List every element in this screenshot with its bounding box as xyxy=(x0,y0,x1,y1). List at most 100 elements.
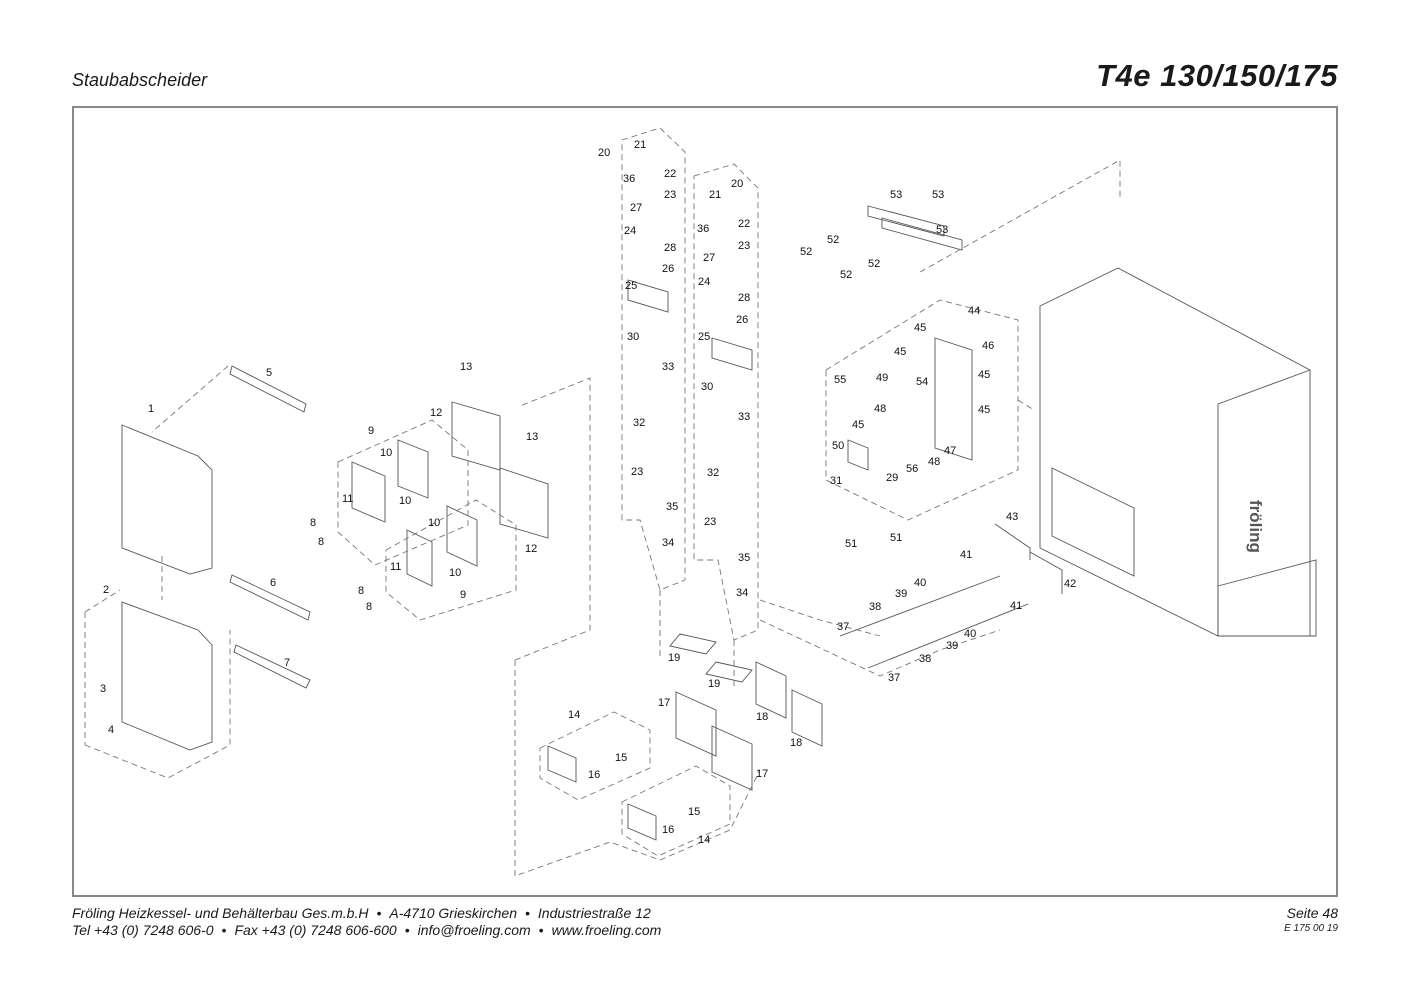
dashed-guide-6 xyxy=(514,377,591,661)
callout-label: 38 xyxy=(869,601,881,613)
footer-city: A-4710 Grieskirchen xyxy=(389,905,517,921)
callout-label: 14 xyxy=(568,709,580,721)
footer-contact: Fröling Heizkessel- und Behälterbau Ges.… xyxy=(72,905,662,938)
callout-label: 33 xyxy=(738,411,750,423)
callout-label: 9 xyxy=(460,589,466,601)
callout-label: 53 xyxy=(932,189,944,201)
callout-label: 24 xyxy=(698,276,710,288)
dashed-guide-7 xyxy=(514,660,761,877)
callout-label: 52 xyxy=(827,234,839,246)
callout-label: 10 xyxy=(428,517,440,529)
bracket-16a xyxy=(547,745,577,783)
callout-label: 1 xyxy=(148,403,154,415)
callout-label: 45 xyxy=(894,346,906,358)
callout-label: 38 xyxy=(919,653,931,665)
flange-11a xyxy=(351,461,386,523)
ash-box xyxy=(1217,559,1317,637)
callout-label: 32 xyxy=(633,417,645,429)
callout-label: 30 xyxy=(701,381,713,393)
callout-label: 18 xyxy=(756,711,768,723)
callout-label: 15 xyxy=(615,752,627,764)
callout-label: 45 xyxy=(978,404,990,416)
callout-label: 40 xyxy=(914,577,926,589)
callout-label: 9 xyxy=(368,425,374,437)
gasket-19b xyxy=(705,661,753,683)
callout-label: 10 xyxy=(380,447,392,459)
dashed-guide-11 xyxy=(759,599,1001,677)
callout-label: 39 xyxy=(895,588,907,600)
footer-page-info: Seite 48 E 175 00 19 xyxy=(1284,905,1338,936)
callout-label: 10 xyxy=(449,567,461,579)
footer-company: Fröling Heizkessel- und Behälterbau Ges.… xyxy=(72,905,369,921)
drive-25a xyxy=(627,279,669,313)
callout-label: 4 xyxy=(108,724,114,736)
callout-label: 37 xyxy=(888,672,900,684)
callout-label: 41 xyxy=(1010,600,1022,612)
callout-label: 41 xyxy=(960,549,972,561)
callout-label: 35 xyxy=(666,501,678,513)
callout-label: 16 xyxy=(588,769,600,781)
page-number: Seite 48 xyxy=(1286,905,1338,921)
frame-10b xyxy=(446,505,478,567)
callout-label: 22 xyxy=(738,218,750,230)
callout-label: 24 xyxy=(624,225,636,237)
callout-label: 49 xyxy=(876,372,888,384)
housing-17a xyxy=(675,691,717,757)
callout-label: 39 xyxy=(946,640,958,652)
bracket-16b xyxy=(627,803,657,841)
footer-web[interactable]: www.froeling.com xyxy=(551,922,662,938)
sleeve-12b xyxy=(499,467,549,539)
callout-label: 15 xyxy=(688,806,700,818)
holder-53a xyxy=(867,205,945,237)
rod-41a xyxy=(839,575,1001,637)
dashed-guide-0 xyxy=(151,365,229,433)
dashed-guide-12 xyxy=(337,419,469,566)
callout-label: 13 xyxy=(526,431,538,443)
callout-label: 25 xyxy=(698,331,710,343)
callout-label: 43 xyxy=(1006,511,1018,523)
callout-label: 29 xyxy=(886,472,898,484)
callout-label: 36 xyxy=(697,223,709,235)
callout-label: 20 xyxy=(731,178,743,190)
callout-label: 34 xyxy=(736,587,748,599)
plate-18a xyxy=(755,661,787,719)
flange-11b xyxy=(406,529,433,587)
callout-label: 48 xyxy=(928,456,940,468)
callout-label: 27 xyxy=(630,202,642,214)
callout-label: 45 xyxy=(914,322,926,334)
callout-label: 5 xyxy=(266,367,272,379)
housing-17b xyxy=(711,725,753,791)
callout-label: 17 xyxy=(756,768,768,780)
callout-label: 11 xyxy=(390,561,401,573)
dashed-guide-13 xyxy=(385,499,517,621)
boiler-body xyxy=(1039,267,1311,637)
bracket-43 xyxy=(994,523,1031,560)
callout-label: 44 xyxy=(968,305,980,317)
dashed-guide-14 xyxy=(539,711,651,801)
callout-label: 23 xyxy=(738,240,750,252)
dashed-guide-4 xyxy=(693,163,759,641)
callout-label: 42 xyxy=(1064,578,1076,590)
dashed-guide-15 xyxy=(621,765,731,857)
rod-41b xyxy=(867,603,1029,669)
callout-label: 21 xyxy=(634,139,646,151)
callout-label: 6 xyxy=(270,577,276,589)
callout-label: 12 xyxy=(430,407,442,419)
callout-label: 23 xyxy=(664,189,676,201)
mount-plate-44 xyxy=(934,337,973,461)
cover-panel-2 xyxy=(121,601,213,751)
callout-label: 45 xyxy=(852,419,864,431)
callout-label: 31 xyxy=(830,475,842,487)
cover-panel-1 xyxy=(121,424,213,575)
callout-label: 35 xyxy=(738,552,750,564)
callout-label: 34 xyxy=(662,537,674,549)
callout-label: 37 xyxy=(837,621,849,633)
gasket-19a xyxy=(669,633,717,655)
footer-email[interactable]: info@froeling.com xyxy=(417,922,531,938)
callout-label: 22 xyxy=(664,168,676,180)
callout-label: 19 xyxy=(668,652,680,664)
callout-label: 47 xyxy=(944,445,956,457)
callout-label: 8 xyxy=(310,517,316,529)
callout-label: 28 xyxy=(664,242,676,254)
